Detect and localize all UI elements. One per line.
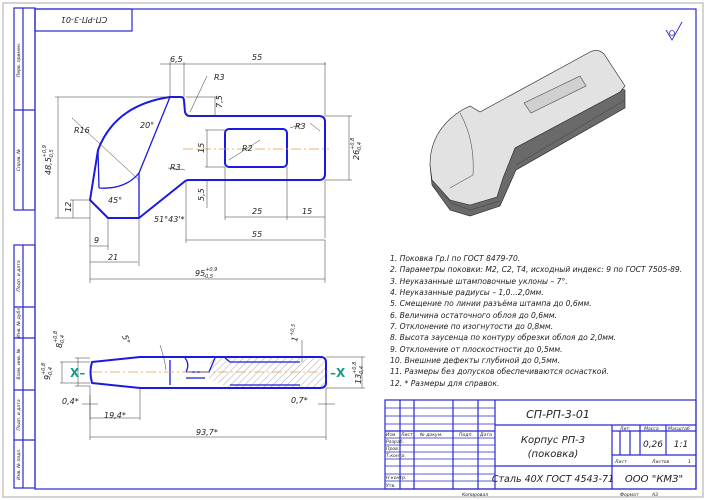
section-mark-right: –X	[330, 366, 346, 380]
dim-15: 15	[197, 143, 206, 153]
sheet-label: Лист	[614, 459, 627, 465]
dim-r3: R3	[170, 163, 181, 172]
dim-9: 9	[94, 236, 99, 245]
side-label: Справ. №	[16, 149, 22, 172]
window-cutout	[224, 128, 288, 168]
dim-12: 12	[64, 202, 73, 212]
note-item: 2. Параметры поковки: М2, С2, Т4, исходн…	[390, 265, 682, 274]
dim-r2: R2	[242, 144, 253, 153]
surface-finish-icon	[665, 21, 683, 41]
title-block: СП-РП-3-01 Корпус РП-3 (поковка) Сталь 4…	[384, 399, 697, 490]
material: Сталь 40Х ГОСТ 4543-71	[492, 474, 614, 485]
dim-55-bottom: 55	[252, 230, 262, 239]
dim-48-5: 48,5+0,9-0,5	[42, 145, 55, 175]
dim-15: 15	[302, 207, 312, 216]
side-outline	[89, 356, 327, 389]
note-item: 6. Величина остаточного облоя до 0,6мм.	[390, 311, 557, 320]
side-label: Инв. № подл.	[16, 448, 22, 480]
note-item: 5. Смещение по линии разъёма штампа до 0…	[390, 299, 592, 308]
part-name: Корпус РП-3	[521, 435, 585, 446]
dim-1: 1+0,5	[288, 323, 302, 342]
dim-95: 95+0,9-0,5	[195, 267, 217, 280]
header-sign: Подп.	[459, 432, 473, 438]
mass-label: Масса	[644, 426, 659, 432]
side-label: Подп. и дата	[16, 260, 22, 291]
side-label: Взам. инв. №	[16, 348, 22, 379]
scale-value: 1:1	[674, 440, 688, 450]
side-label: Подп. и дата	[16, 399, 22, 430]
dim-6-5: 6,5	[170, 55, 183, 64]
dim-13: 13+0,8-0,4	[352, 362, 365, 384]
note-item: 8. Высота заусенца по контуру обрезки об…	[390, 333, 616, 342]
note-item: 10. Внешние дефекты глубиной до 0,5мм.	[390, 356, 560, 365]
designation: СП-РП-3-01	[526, 408, 590, 421]
dim-21: 21	[108, 253, 118, 262]
plan-view: 6,5 55 R3 7,5 R3 26+0,8-0,4 15 R2 R3 5,5…	[42, 53, 363, 283]
angle-45: 45°	[108, 196, 122, 205]
side-label: Инв. № дубл.	[16, 306, 22, 337]
lit-label: Лит.	[619, 426, 631, 432]
note-item: 9. Отклонение от плоскостности до 0,5мм.	[390, 345, 563, 354]
dim-8: 8+0,8-0,4	[53, 331, 66, 348]
header-list: Лист	[400, 432, 413, 438]
mass-value: 0,26	[643, 440, 663, 450]
format-label: Формат	[620, 492, 639, 498]
dim-19-4: 19,4*	[104, 411, 126, 420]
side-view: X– –X 0,4* 19,4* 93,7* 0,7* 9+0,8-0,4 8+…	[41, 323, 365, 440]
header-doc: № докум.	[419, 432, 443, 438]
isometric-view	[429, 50, 626, 217]
dim-9: 9+0,8-0,4	[41, 363, 54, 380]
side-label: Перв. примен.	[16, 43, 22, 78]
note-item: 1. Поковка Гр.I по ГОСТ 8479-70.	[390, 254, 520, 263]
role-razrab: Разраб.	[386, 439, 404, 445]
company: ООО "КМЗ"	[625, 474, 683, 485]
angle-51: 51°43'*	[154, 215, 185, 224]
role-tkontr: Т.контр.	[386, 453, 406, 459]
role-prov: Пров.	[386, 446, 399, 452]
dim-r3: R3	[214, 73, 225, 82]
note-item: 7. Отклонение по изогнутости до 0,8мм.	[390, 322, 553, 331]
top-stamp-text: СП-РП-3-01	[61, 15, 107, 24]
section-mark-left: X–	[70, 366, 85, 380]
note-item: 12. * Размеры для справок.	[390, 379, 499, 388]
part-outline	[89, 96, 326, 219]
dim-r3: R3	[295, 122, 306, 131]
left-side-table: Перв. примен. Справ. № Подп. и дата Инв.…	[13, 7, 36, 489]
technical-notes: 1. Поковка Гр.I по ГОСТ 8479-70. 2. Пара…	[390, 254, 682, 388]
dim-93-7: 93,7*	[196, 428, 218, 437]
dim-0-4: 0,4*	[62, 397, 79, 406]
dim-25: 25	[252, 207, 262, 216]
dim-26: 26+0,8-0,4	[350, 138, 363, 160]
copied-label: Копировал	[462, 492, 488, 498]
dim-0-7: 0,7*	[291, 396, 308, 405]
dim-7-5: 7,5	[215, 95, 224, 108]
scale-label: Масштаб	[668, 426, 690, 432]
note-item: 11. Размеры без допусков обеспечиваются …	[390, 367, 609, 376]
role-utv: Утв.	[386, 483, 396, 489]
sheets-value: 1	[688, 459, 691, 465]
angle-20: 20°	[140, 121, 154, 130]
dim-5-5: 5,5	[197, 188, 206, 201]
sheets-label: Листов	[651, 459, 669, 465]
role-nkontr: Н.контр.	[386, 475, 407, 481]
angle-5: 5°	[120, 334, 132, 346]
header-date: Дата	[479, 432, 492, 438]
dim-r16: R16	[74, 126, 90, 135]
note-item: 4. Неуказанные радиусы – 1,0...2,0мм.	[390, 288, 544, 297]
header-izm: Изм	[386, 432, 396, 438]
dim-55-top: 55	[252, 53, 262, 62]
format-value: A3	[651, 492, 658, 498]
note-item: 3. Неуказанные штамповочные уклоны – 7°.	[390, 277, 568, 286]
part-name-sub: (поковка)	[528, 449, 579, 460]
